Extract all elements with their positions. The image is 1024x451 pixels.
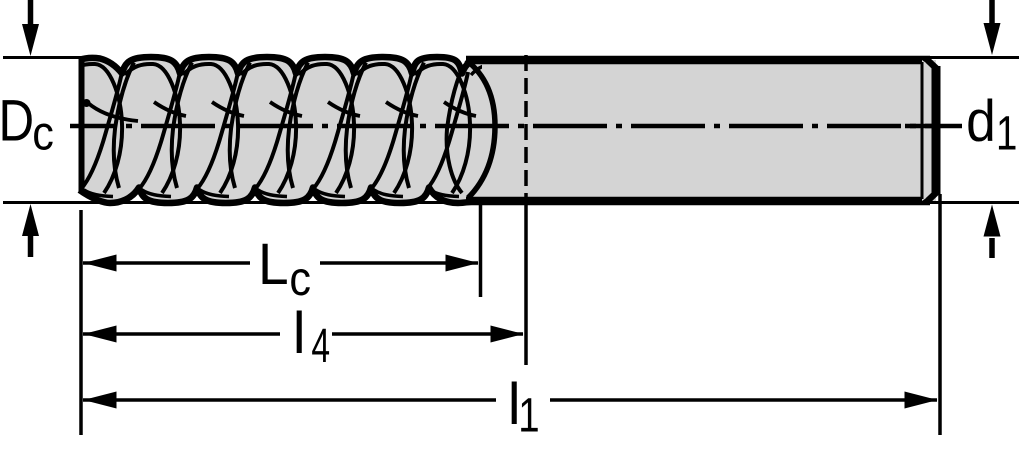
svg-text:c: c	[289, 252, 311, 306]
svg-text:d: d	[966, 89, 996, 154]
svg-text:L: L	[258, 232, 289, 297]
svg-text:1: 1	[518, 390, 539, 443]
svg-text:4: 4	[311, 318, 330, 372]
svg-text:l: l	[293, 301, 306, 366]
svg-text:l: l	[508, 372, 521, 437]
svg-text:D: D	[0, 89, 34, 154]
svg-text:1: 1	[996, 108, 1017, 161]
svg-text:c: c	[32, 106, 54, 160]
